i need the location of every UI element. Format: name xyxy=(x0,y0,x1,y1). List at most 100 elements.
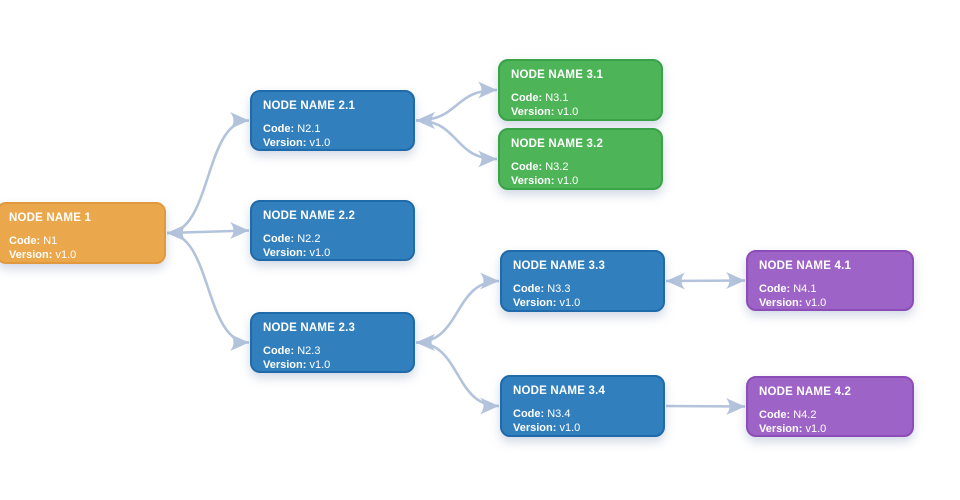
code-label: Code: xyxy=(511,161,543,173)
arrowhead-icon xyxy=(478,150,497,168)
version-label: Version: xyxy=(759,296,803,309)
node-title: NODE NAME 4.2 xyxy=(759,386,852,398)
version-label: Version: xyxy=(511,174,555,187)
version-label: Version: xyxy=(263,136,307,149)
node-version-line: Version: v1.0 xyxy=(513,297,652,311)
arrowhead-icon xyxy=(167,224,186,242)
version-value: v1.0 xyxy=(55,248,77,261)
code-label: Code: xyxy=(513,408,545,420)
code-label: Code: xyxy=(759,409,791,421)
code-value: N3.1 xyxy=(545,92,569,104)
node-version-line: Version: v1.0 xyxy=(759,423,901,437)
arrowhead-icon xyxy=(726,398,745,415)
version-value: v1.0 xyxy=(559,421,581,434)
arrowhead-icon xyxy=(416,112,435,129)
node-title: NODE NAME 1 xyxy=(9,212,92,224)
arrowhead-icon xyxy=(480,272,499,290)
node-version-line: Version: v1.0 xyxy=(9,249,153,263)
node-title: NODE NAME 3.1 xyxy=(511,69,604,81)
edge-line xyxy=(665,404,746,408)
node-code-line: Code: N3.4 xyxy=(513,408,652,422)
edge-line xyxy=(415,341,500,408)
arrowhead-icon xyxy=(480,397,499,415)
node-code-line: Code: N2.2 xyxy=(263,233,402,247)
arrowhead-icon xyxy=(478,81,497,99)
code-value: N3.3 xyxy=(547,283,571,295)
node-title: NODE NAME 4.1 xyxy=(759,260,852,272)
node-version-line: Version: v1.0 xyxy=(511,106,650,120)
version-value: v1.0 xyxy=(557,174,579,187)
version-value: v1.0 xyxy=(805,422,827,435)
code-value: N4.2 xyxy=(793,409,817,421)
arrowhead-icon xyxy=(416,334,435,351)
arrowhead-icon xyxy=(230,112,249,129)
code-label: Code: xyxy=(263,233,295,245)
code-value: N2.3 xyxy=(297,345,321,357)
arrowhead-icon xyxy=(230,334,249,351)
node-code-line: Code: N3.3 xyxy=(513,283,652,297)
node-code-line: Code: N4.1 xyxy=(759,283,901,297)
arrowhead-icon xyxy=(167,224,186,242)
version-value: v1.0 xyxy=(309,246,331,259)
node-code-line: Code: N1 xyxy=(9,235,153,249)
code-label: Code: xyxy=(263,123,295,135)
version-label: Version: xyxy=(513,421,557,434)
node-version-line: Version: v1.0 xyxy=(263,359,402,373)
node-code-line: Code: N2.3 xyxy=(263,345,402,359)
edge-line xyxy=(166,229,250,235)
node-title: NODE NAME 2.2 xyxy=(263,210,356,222)
code-label: Code: xyxy=(9,235,41,247)
code-value: N3.4 xyxy=(547,408,571,420)
version-value: v1.0 xyxy=(559,296,581,309)
version-label: Version: xyxy=(759,422,803,435)
node-title: NODE NAME 3.3 xyxy=(513,260,606,272)
code-value: N3.2 xyxy=(545,161,569,173)
arrowhead-icon xyxy=(416,112,435,129)
code-value: N4.1 xyxy=(793,283,817,295)
arrowhead-icon xyxy=(167,224,186,242)
node-code-line: Code: N2.1 xyxy=(263,123,402,137)
node-version-line: Version: v1.0 xyxy=(759,297,901,311)
arrowhead-icon xyxy=(416,334,435,351)
version-value: v1.0 xyxy=(557,105,579,118)
version-label: Version: xyxy=(511,105,555,118)
arrowhead-icon xyxy=(666,272,685,290)
code-value: N2.2 xyxy=(297,233,321,245)
code-label: Code: xyxy=(759,283,791,295)
edge-line xyxy=(166,231,250,344)
node-version-line: Version: v1.0 xyxy=(511,175,650,189)
arrowhead-icon xyxy=(230,222,249,239)
node-title: NODE NAME 3.2 xyxy=(511,138,604,150)
node-code-line: Code: N3.1 xyxy=(511,92,650,106)
code-value: N2.1 xyxy=(297,123,321,135)
arrowhead-icon xyxy=(726,272,745,289)
node-version-line: Version: v1.0 xyxy=(263,247,402,261)
edge-line xyxy=(415,119,498,161)
edge-line xyxy=(415,279,500,344)
version-label: Version: xyxy=(263,246,307,259)
version-label: Version: xyxy=(9,248,53,261)
version-label: Version: xyxy=(263,358,307,371)
edge-line xyxy=(665,279,746,283)
edge-line xyxy=(415,88,498,122)
version-value: v1.0 xyxy=(805,296,827,309)
code-value: N1 xyxy=(43,235,58,247)
node-version-line: Version: v1.0 xyxy=(513,422,652,436)
node-title: NODE NAME 3.4 xyxy=(513,385,606,397)
node-title: NODE NAME 2.1 xyxy=(263,100,356,112)
node-version-line: Version: v1.0 xyxy=(263,137,402,151)
version-value: v1.0 xyxy=(309,136,331,149)
code-label: Code: xyxy=(511,92,543,104)
code-label: Code: xyxy=(513,283,545,295)
